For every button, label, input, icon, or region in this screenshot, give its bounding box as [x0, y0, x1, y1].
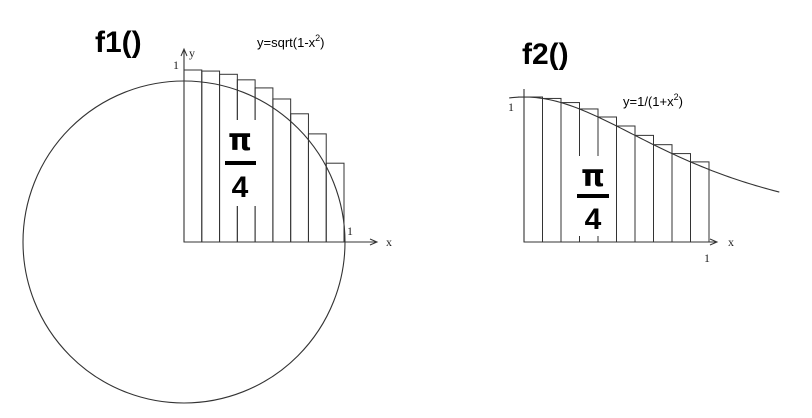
figure-2: f2() y=1/(1+x2) x 1 1 π 4	[508, 38, 780, 265]
figure-1-rectangle-8	[307, 133, 327, 243]
figure-2-fraction-bar	[577, 194, 609, 198]
figure-2-y-tick-one: 1	[508, 100, 514, 114]
figure-2-formula-close: )	[679, 94, 683, 109]
figure-1-y-axis-arrow	[180, 47, 188, 57]
figure-2-fraction-denominator: 4	[585, 203, 602, 236]
figure-1-formula-exponent: 2	[315, 33, 320, 43]
figure-2-formula: y=1/(1+x2)	[623, 92, 683, 109]
figure-1-y-axis-label: y	[189, 46, 195, 60]
figure-1-rectangle-6	[272, 98, 292, 243]
figure-1-title: f1()	[95, 26, 142, 59]
figure-2-title: f2()	[522, 38, 569, 71]
figure-2-rectangle-6	[616, 125, 636, 243]
figure-1-fraction-denominator: 4	[232, 171, 249, 204]
figure-1-formula: y=sqrt(1-x2)	[257, 33, 325, 50]
figure-2-rectangle-9	[671, 153, 691, 243]
figure-1-rectangle-2	[201, 70, 221, 243]
figure-1-formula-close: )	[320, 35, 324, 50]
figure-1-rectangle-7	[290, 113, 309, 243]
figure-2-formula-main: y=1/(1+x	[623, 94, 674, 109]
figure-2-rectangle-2	[542, 97, 562, 243]
figure-2-rectangle-8	[653, 144, 673, 243]
figure-2-x-axis-label: x	[728, 235, 734, 249]
figure-2-curve	[509, 96, 780, 193]
figure-2-formula-exponent: 2	[674, 92, 679, 102]
figure-2-x-tick-one: 1	[704, 251, 710, 265]
figure-1-rectangle-1	[183, 69, 203, 243]
figure-2-x-axis-arrow	[709, 238, 719, 246]
figure-1-fraction-bar	[225, 161, 256, 165]
figure-2-rectangle-7	[634, 134, 654, 243]
figure-1-x-tick-one: 1	[347, 224, 353, 238]
figure-1-formula-main: y=sqrt(1-x	[257, 35, 316, 50]
figure-2-fraction-numerator: π	[581, 159, 605, 194]
figure-2-rectangle-10	[690, 161, 710, 243]
figure-1-rectangle-9	[325, 162, 345, 243]
figure-1-x-axis-arrow	[369, 238, 379, 246]
figure-1-fraction-numerator: π	[228, 123, 252, 158]
figure-1-y-tick-one: 1	[173, 58, 179, 72]
figure-2-rectangles	[523, 96, 710, 243]
figure-1-x-axis-label: x	[386, 235, 392, 249]
figure-1: f1() y=sqrt(1-x2) x y 1 1 π 4	[22, 26, 392, 404]
figure-2-rectangle-1	[523, 96, 543, 243]
